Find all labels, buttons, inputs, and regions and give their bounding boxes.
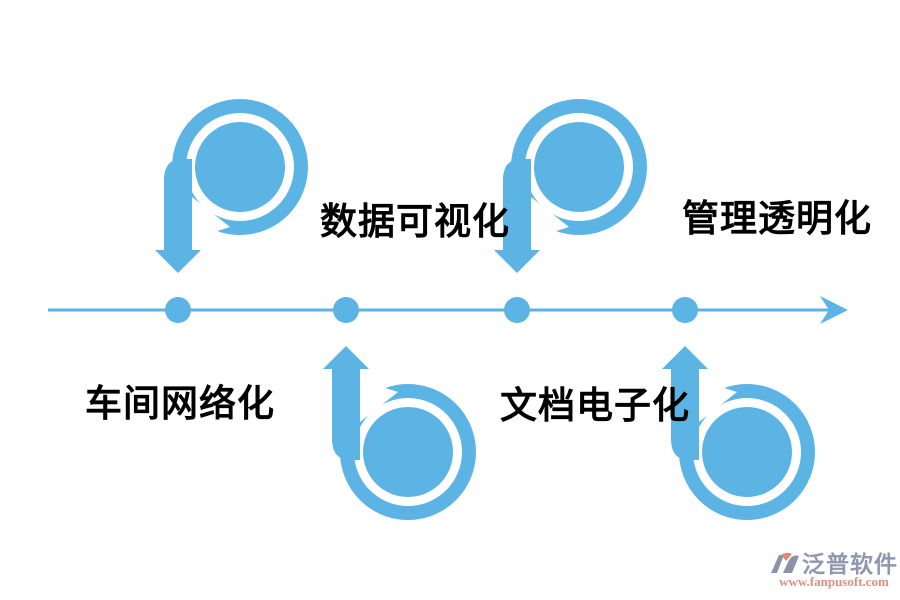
timeline-dot-3: [504, 297, 530, 323]
node-label-workshop-networking: 车间网络化: [85, 383, 275, 424]
node-label-management-transparency: 管理透明化: [682, 198, 872, 239]
node-label-document-digitization: 文档电子化: [500, 385, 690, 426]
timeline-axis-arrowhead-icon: [820, 296, 848, 324]
timeline-dot-4: [672, 297, 698, 323]
p-spiral-arrow-down-icon: [494, 106, 640, 273]
p-spiral-arrow-down-icon: [155, 106, 301, 273]
node-label-data-visualization: 数据可视化: [320, 201, 510, 242]
timeline-dot-1: [165, 297, 191, 323]
timeline-dot-2: [333, 297, 359, 323]
watermark-brand-text: 泛普软件: [802, 551, 898, 577]
watermark: 泛普软件 www.fanpusoft.com: [768, 551, 900, 595]
watermark-url-text: www.fanpusoft.com: [779, 574, 889, 589]
b-spiral-arrow-up-icon: [323, 346, 469, 513]
fanpu-logo-icon: [771, 552, 799, 573]
b-spiral-arrow-up-icon: [662, 346, 808, 513]
